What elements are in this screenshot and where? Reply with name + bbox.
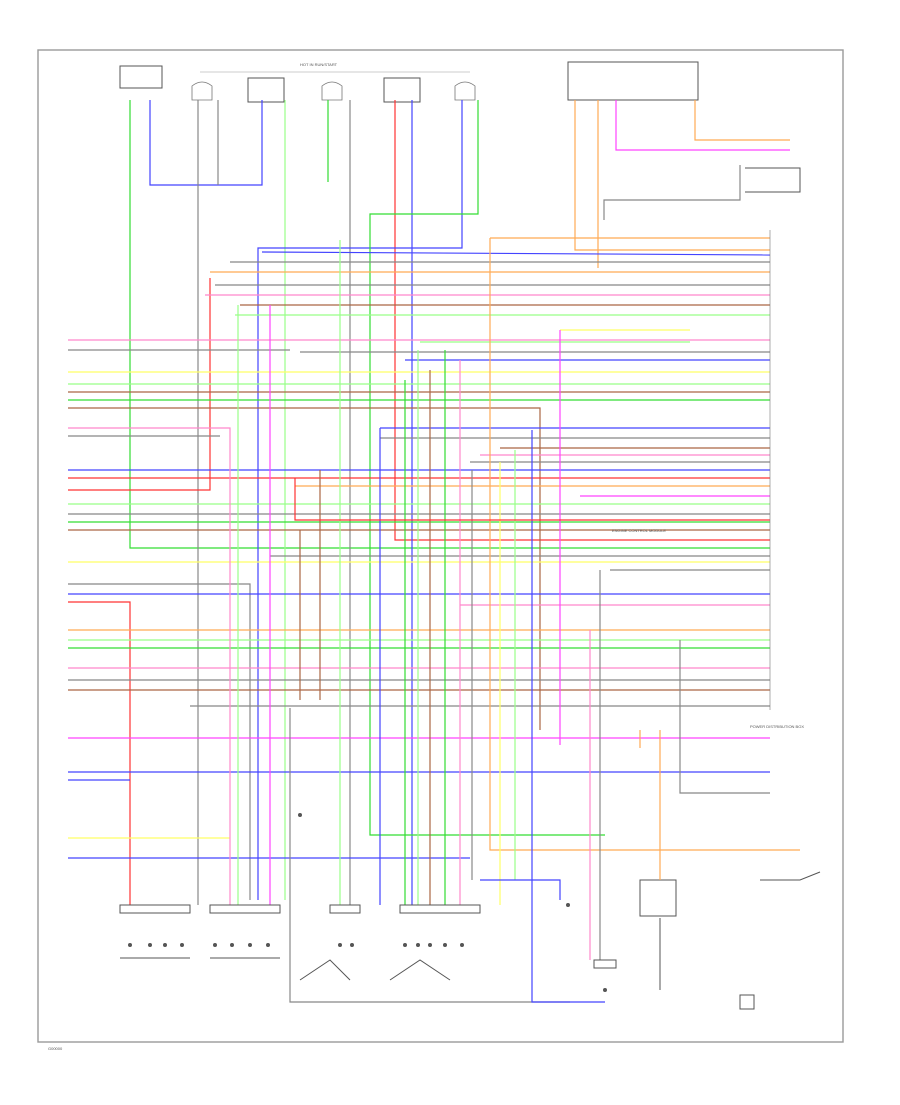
bottom-connectors bbox=[119, 871, 821, 1010]
component-box-3 bbox=[383, 77, 421, 103]
component-box-1 bbox=[119, 65, 163, 89]
diagram-frame bbox=[37, 49, 844, 1043]
ecm-label: ENGINE CONTROL MODULE bbox=[612, 528, 666, 533]
connector-pins bbox=[128, 813, 607, 992]
relay-box bbox=[639, 879, 677, 917]
top-component-boxes bbox=[119, 61, 801, 917]
top-sensor-shapes bbox=[191, 81, 476, 101]
pdb-label: POWER DISTRIBUTION BOX bbox=[750, 724, 804, 729]
component-box-2 bbox=[247, 77, 285, 103]
horizontal-wires bbox=[68, 237, 771, 1003]
component-box-5 bbox=[745, 167, 801, 193]
vertical-wires-middle bbox=[229, 238, 800, 1003]
top-center-caption: HOT IN RUN/START bbox=[300, 62, 338, 67]
figure-code: G00000 bbox=[48, 1046, 63, 1051]
ignition-switch-box bbox=[567, 61, 699, 101]
vertical-wires-top bbox=[129, 100, 790, 905]
